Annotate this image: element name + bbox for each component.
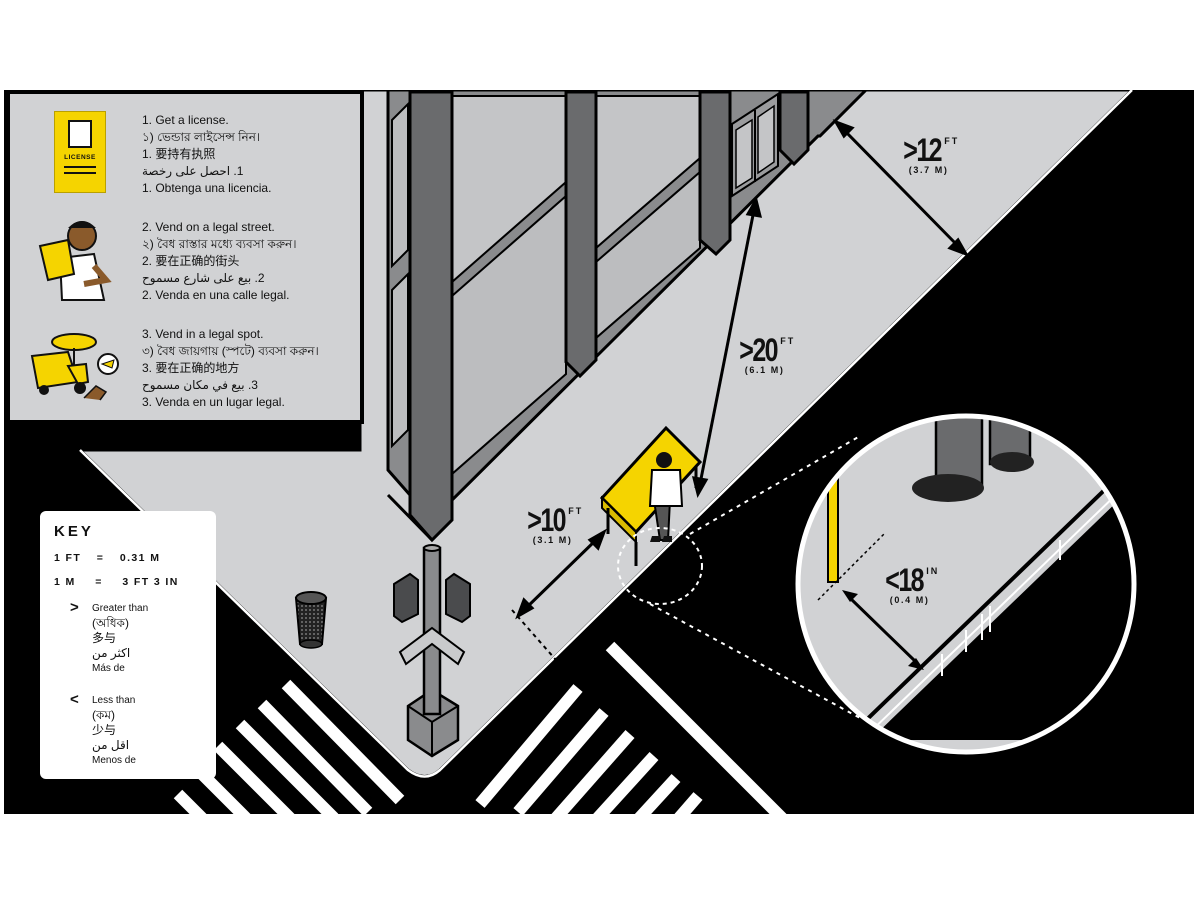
zoom-focus-ring: [617, 527, 703, 605]
license-card-label: LICENSE: [64, 154, 96, 161]
food-cart-icon: [30, 333, 119, 401]
less-than-symbol: <: [70, 691, 79, 708]
step-3-bengali: ৩) বৈধ জায়গায় (স্পটে) ব্যবসা করুন।: [142, 344, 319, 358]
dimension-arrow-12ft: [832, 119, 970, 257]
conversion-m-right: 3 FT 3 IN: [122, 576, 179, 588]
curb-line: [79, 90, 1133, 778]
dim-20-value: 20: [752, 332, 778, 368]
zoom-detail-circle: [795, 413, 1137, 755]
less-than-spanish: Menos de: [92, 755, 136, 766]
dimension-arrow-20ft: [691, 196, 763, 498]
dim-18-unit: IN: [926, 566, 940, 576]
greater-than-english: Greater than: [92, 603, 149, 614]
building: [386, 90, 869, 543]
greater-than-bengali: (অধিক): [92, 616, 129, 630]
less-than-arabic: اقل من: [92, 738, 130, 752]
conversion-ft-left: 1 FT: [54, 552, 82, 564]
greater-than-arabic: اكثر من: [92, 646, 131, 660]
dim-18-prefix: <: [885, 562, 900, 598]
conversion-ft-eq: =: [96, 552, 105, 564]
greater-than-symbol: >: [70, 599, 79, 616]
conversion-m-left: 1 M: [54, 576, 76, 588]
dim-20-prefix: >: [739, 332, 754, 368]
dim-20-metric: (6.1 M): [744, 365, 785, 375]
crosswalk-right: [475, 641, 787, 814]
step-3-spanish: 3. Venda en un lugar legal.: [142, 395, 285, 409]
step-2-arabic: 2. بيع على شارع مسموح: [142, 271, 265, 285]
trash-can: [294, 591, 328, 649]
key-panel: KEY 1 FT = 0.31 M 1 M = 3 FT 3 IN > Grea…: [40, 511, 216, 779]
dim-12-metric: (3.7 M): [908, 165, 949, 175]
conversion-m-to-ft: 1 M = 3 FT 3 IN: [54, 576, 179, 588]
step-2-english: 2. Vend on a legal street.: [142, 220, 275, 234]
dim-18-metric: (0.4 M): [889, 595, 930, 605]
dim-12-prefix: >: [903, 132, 918, 168]
vendor-reading-icon: [38, 221, 112, 301]
vendor-person: [648, 452, 684, 542]
step-3: 3. Vend in a legal spot. ৩) বৈধ জায়গায়…: [142, 326, 319, 411]
dim-10-value: 10: [540, 502, 566, 538]
dim-12-unit: FT: [944, 136, 960, 146]
step-1-english: 1. Get a license.: [142, 113, 229, 127]
crosswalk-left: [173, 679, 405, 814]
less-than-english: Less than: [92, 695, 136, 706]
less-than-legend: Less than (কম) 少与 اقل من Menos de: [92, 693, 136, 768]
step-2-chinese: 2. 要在正确的街头: [142, 254, 240, 268]
steps-panel: LICENSE 1. Get a license. ১) ভেন্ডার লাই…: [6, 90, 364, 424]
step-2-spanish: 2. Venda en una calle legal.: [142, 288, 290, 302]
traffic-signal-pole: [393, 544, 471, 758]
dim-10-prefix: >: [527, 502, 542, 538]
dim-10-metric: (3.1 M): [532, 535, 573, 545]
key-title: KEY: [54, 523, 94, 540]
step-3-english: 3. Vend in a legal spot.: [142, 327, 264, 341]
step-1-spanish: 1. Obtenga una licencia.: [142, 181, 272, 195]
step-3-arabic: 3. بيع في مكان مسموح: [142, 378, 258, 392]
step-1-bengali: ১) ভেন্ডার লাইসেন্স নিন।: [142, 130, 261, 144]
step-1-chinese: 1. 要持有执照: [142, 147, 216, 161]
step-1: 1. Get a license. ১) ভেন্ডার লাইসেন্স নি…: [142, 112, 271, 197]
less-than-bengali: (কম): [92, 708, 116, 722]
dim-12-value: 12: [916, 132, 942, 168]
step-3-chinese: 3. 要在正确的地方: [142, 361, 240, 375]
license-card-icon: LICENSE: [54, 111, 106, 193]
dim-18-value: 18: [898, 562, 924, 598]
dim-20-unit: FT: [780, 336, 796, 346]
less-than-chinese: 少与: [92, 723, 117, 737]
conversion-m-eq: =: [95, 576, 103, 588]
greater-than-chinese: 多与: [92, 631, 117, 645]
step-1-arabic: 1. احصل على رخصة: [142, 164, 244, 178]
license-photo: [68, 120, 92, 148]
greater-than-spanish: Más de: [92, 663, 125, 674]
conversion-ft-right: 0.31 M: [119, 552, 161, 564]
step-2: 2. Vend on a legal street. ২) বৈধ রাস্তা…: [142, 219, 297, 304]
dim-10-unit: FT: [568, 506, 584, 516]
greater-than-legend: Greater than (অধিক) 多与 اكثر من Más de: [92, 601, 148, 676]
dimension-arrow-10ft: [511, 528, 607, 661]
conversion-ft-to-m: 1 FT = 0.31 M: [54, 552, 160, 564]
step-2-bengali: ২) বৈধ রাস্তার মধ্যে ব্যবসা করুন।: [142, 237, 297, 251]
